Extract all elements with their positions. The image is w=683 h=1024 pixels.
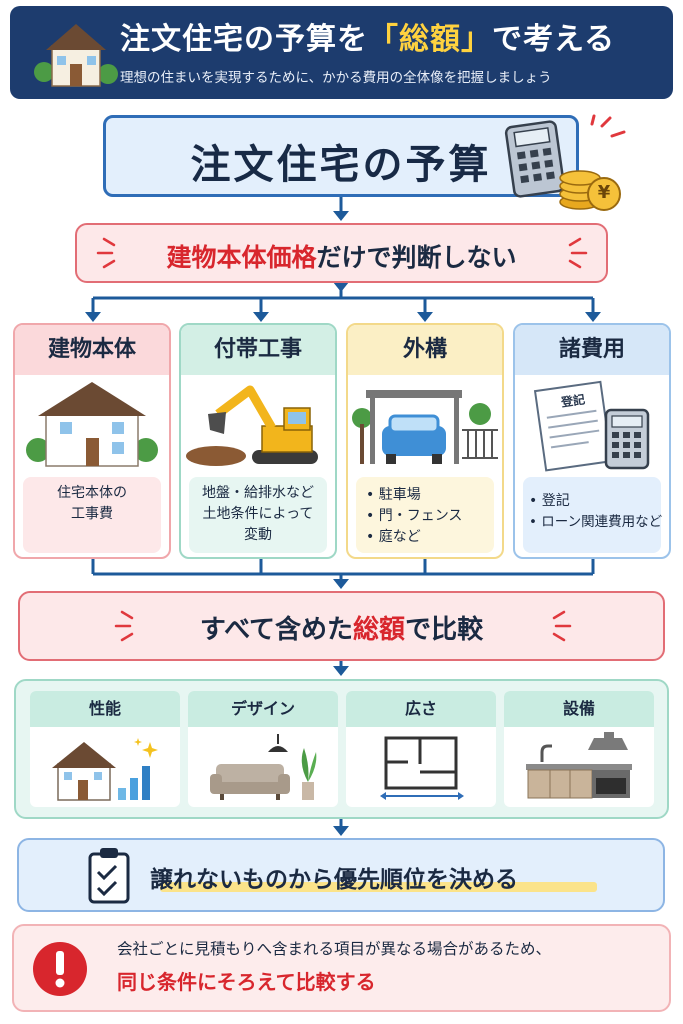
yen-symbol: ¥ [597, 182, 611, 203]
priority-title: 広さ [346, 691, 496, 727]
note-box [12, 924, 671, 1012]
category-card-misc-costs: 諸費用 • 登記 • ローン関連費用など [513, 323, 671, 559]
excavator-icon [186, 385, 318, 466]
category-description: 住宅本体の 工事費 [23, 477, 161, 553]
category-title: 外構 [348, 325, 502, 375]
page-title: 注文住宅の予算を「総額」で考える [120, 22, 616, 57]
category-title: 建物本体 [15, 325, 169, 375]
budget-box [103, 115, 579, 197]
calculator-coins-icon [504, 114, 626, 211]
priority-title: デザイン [188, 691, 338, 727]
warning-text: 建物本体価格だけで判断しない [166, 243, 517, 272]
category-title: 諸費用 [515, 325, 669, 375]
clipboard-check-icon [88, 848, 130, 904]
document-calculator-icon [533, 380, 650, 472]
carport-icon [352, 390, 498, 464]
emphasis-marks-icon [96, 237, 588, 269]
house-icon [26, 382, 158, 467]
sofa-icon [210, 734, 317, 800]
priority-title: 設備 [504, 691, 654, 727]
note-emphasis: 同じ条件にそろえて比較する [117, 970, 376, 994]
page-subtitle: 理想の住まいを実現するために、かかる費用の全体像を把握しましょう [120, 70, 552, 86]
highlight-underline [160, 882, 597, 892]
category-title: 付帯工事 [181, 325, 335, 375]
floorplan-icon [380, 736, 464, 800]
note-text: 会社ごとに見積もりへ含まれる項目が異なる場合があるため、 [117, 940, 552, 958]
category-description: • 登記 • ローン関連費用など [523, 477, 662, 553]
priority-title: 性能 [30, 691, 180, 727]
header-banner [10, 6, 673, 99]
budget-title: 注文住宅の予算 [190, 142, 492, 188]
emphasis-marks-icon [114, 610, 572, 642]
exclamation-icon [33, 942, 87, 996]
decide-text: 譲れないものから優先順位を決める [150, 867, 518, 893]
kitchen-icon [526, 732, 632, 799]
warning-banner [75, 223, 608, 283]
category-description: • 駐車場 • 門・フェンス • 庭など [356, 477, 494, 553]
priority-card-space: 広さ [346, 691, 496, 807]
house-chart-icon [52, 738, 158, 801]
total-text: すべて含めた総額で比較 [199, 615, 484, 645]
document-label: 登記 [560, 392, 586, 410]
category-description: 地盤・給排水など 土地条件によって 変動 [189, 477, 327, 553]
house-icon [34, 24, 118, 87]
